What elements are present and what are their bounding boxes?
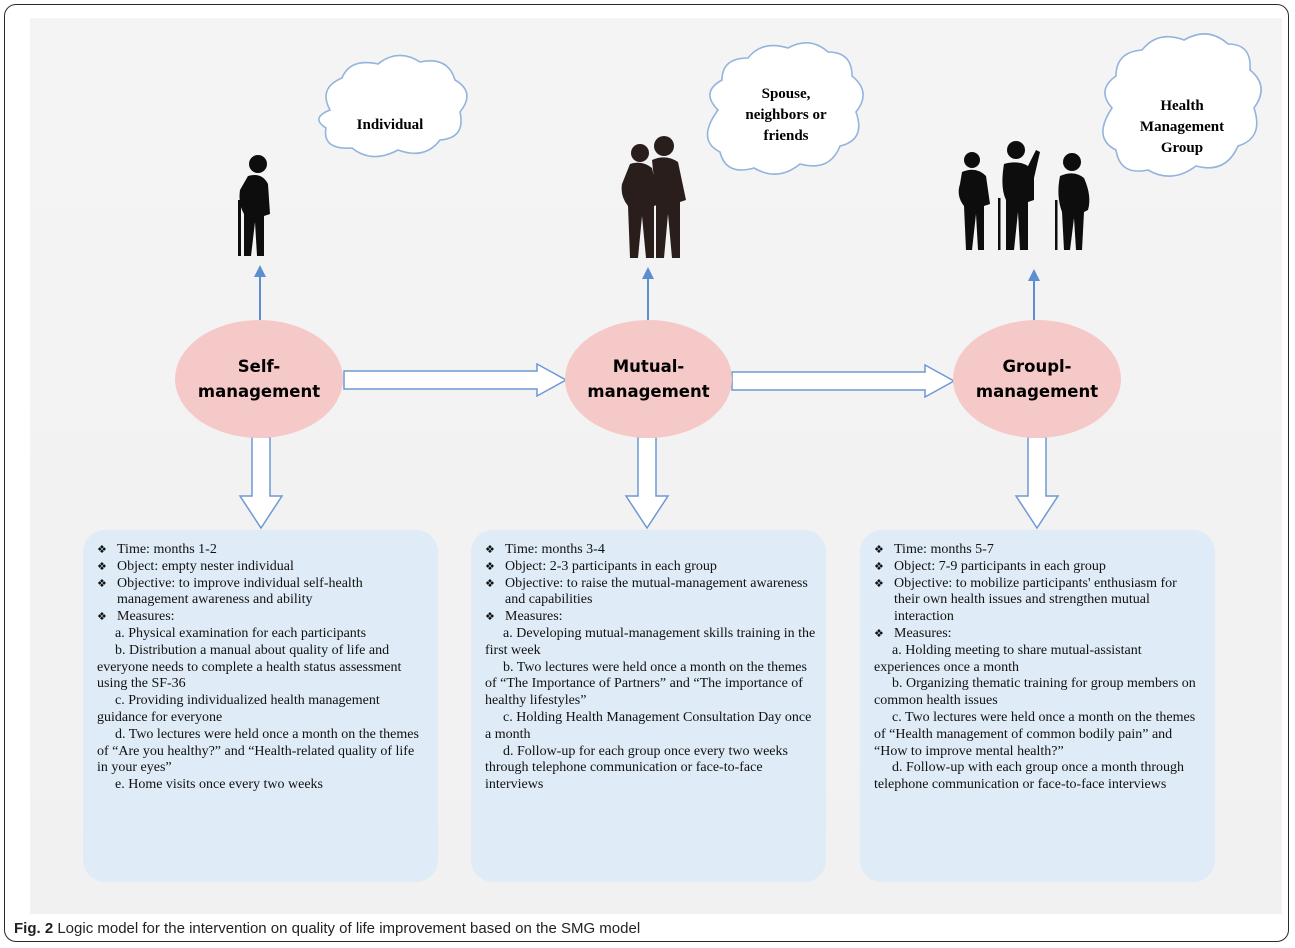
bullet-item: ❖ Object: 7-9 participants in each group bbox=[874, 559, 1205, 576]
bullet-item: ❖ Objective: to mobilize participants' en… bbox=[874, 576, 1205, 626]
bullet-item: ❖ Time: months 1-2 bbox=[97, 542, 428, 559]
measure-item: e. Home visits once every two weeks bbox=[115, 777, 323, 793]
down-arrow-mutual bbox=[624, 436, 670, 530]
stage-mutual-line1: Mutual- bbox=[612, 357, 685, 376]
cloud-label-mutual-line1: Spouse, bbox=[761, 86, 811, 102]
stage-group-line1: Groupl- bbox=[1002, 357, 1072, 376]
diamond-bullet-icon: ❖ bbox=[874, 576, 884, 590]
measure-item: b. Organizing thematic training for grou… bbox=[874, 676, 1196, 709]
up-arrow-group bbox=[1028, 269, 1040, 322]
bullet-text: Objective: to improve individual self-he… bbox=[117, 575, 363, 608]
right-arrow-2 bbox=[731, 363, 956, 399]
measure-item: d. Follow-up for each group once every t… bbox=[485, 743, 788, 793]
cloud-label-group-line2: Management bbox=[1139, 119, 1225, 135]
cloud-label-group-line1: Health bbox=[1160, 98, 1204, 114]
box-group-management: ❖ Time: months 5-7 ❖ Object: 7-9 participa… bbox=[860, 530, 1215, 882]
diamond-bullet-icon: ❖ bbox=[874, 626, 884, 640]
cloud-label-mutual: Spouse, neighbors or friends bbox=[716, 84, 856, 147]
diamond-bullet-icon: ❖ bbox=[97, 543, 107, 556]
stage-group-line2: management bbox=[975, 382, 1099, 401]
box-mutual-management: ❖ Time: months 3-4 ❖ Object: 2-3 participa… bbox=[471, 530, 826, 882]
bullet-text: Object: 7-9 participants in each group bbox=[894, 558, 1106, 574]
bullet-item: ❖ Time: months 3-4 bbox=[485, 542, 816, 559]
measure-item: a. Physical examination for each partici… bbox=[115, 625, 367, 641]
diamond-bullet-icon: ❖ bbox=[485, 610, 495, 624]
measure-item: c. Two lectures were held once a month o… bbox=[874, 709, 1196, 759]
diamond-bullet-icon: ❖ bbox=[874, 543, 884, 556]
bullet-text: Measures: bbox=[894, 625, 952, 641]
measure-item: d. Two lectures were held once a month o… bbox=[97, 726, 419, 776]
measure-item: a. Developing mutual-management skills t… bbox=[485, 625, 816, 658]
bullet-text: Time: months 3-4 bbox=[505, 542, 605, 557]
bullet-text: Time: months 1-2 bbox=[117, 542, 217, 557]
bullet-text: Measures: bbox=[505, 609, 563, 625]
cloud-label-mutual-line3: friends bbox=[763, 128, 809, 144]
bullet-item: ❖ Object: 2-3 participants in each group bbox=[485, 559, 816, 576]
up-arrow-mutual bbox=[642, 267, 654, 322]
cloud-label-mutual-line2: neighbors or bbox=[745, 107, 827, 123]
measure-item: a. Holding meeting to share mutual-assis… bbox=[874, 642, 1142, 675]
bullet-item: ❖ Objective: to raise the mutual-manageme… bbox=[485, 576, 816, 610]
diamond-bullet-icon: ❖ bbox=[485, 559, 495, 573]
figure-frame bbox=[4, 4, 1289, 942]
caption-label: Fig. 2 bbox=[14, 920, 54, 937]
measure-item: b. Two lectures were held once a month o… bbox=[485, 659, 807, 709]
down-arrow-group bbox=[1014, 436, 1060, 530]
down-arrow-self bbox=[238, 436, 284, 530]
cloud-mutual bbox=[706, 42, 864, 175]
bullet-item: ❖ Objective: to improve individual self-h… bbox=[97, 576, 428, 610]
bullet-item: ❖ Measures: bbox=[485, 609, 816, 626]
diamond-bullet-icon: ❖ bbox=[485, 576, 495, 590]
bullet-item: ❖ Object: empty nester individual bbox=[97, 559, 428, 576]
right-arrow-1 bbox=[343, 362, 568, 398]
cloud-individual bbox=[318, 54, 468, 158]
bullet-text: Object: 2-3 participants in each group bbox=[505, 558, 717, 574]
elderly-couple-icon bbox=[621, 136, 686, 258]
stage-self-line2: management bbox=[197, 382, 321, 401]
diamond-bullet-icon: ❖ bbox=[97, 559, 107, 573]
stage-mutual-line2: management bbox=[587, 382, 710, 401]
elderly-group-icon bbox=[958, 141, 1090, 250]
measure-item: c. Holding Health Management Consultatio… bbox=[485, 709, 812, 742]
figure-caption: Fig. 2 Logic model for the intervention … bbox=[14, 920, 640, 937]
cloud-label-group-line3: Group bbox=[1160, 140, 1204, 156]
bullet-text: Time: months 5-7 bbox=[894, 542, 994, 557]
bullet-item: ❖ Measures: bbox=[874, 626, 1205, 643]
bullet-item: ❖ Time: months 5-7 bbox=[874, 542, 1205, 559]
caption-text: Logic model for the intervention on qual… bbox=[53, 920, 641, 937]
bullet-text: Objective: to raise the mutual-managemen… bbox=[505, 575, 808, 608]
cloud-group bbox=[1102, 33, 1262, 177]
diamond-bullet-icon: ❖ bbox=[874, 559, 884, 573]
stage-mutual-management: Mutual-management bbox=[565, 320, 732, 438]
measure-item: d. Follow-up with each group once a mont… bbox=[874, 760, 1185, 793]
box-self-management: ❖ Time: months 1-2 ❖ Object: empty nester … bbox=[83, 530, 438, 882]
bullet-text: Objective: to mobilize participants' ent… bbox=[894, 575, 1177, 625]
bullet-text: Object: empty nester individual bbox=[117, 558, 294, 574]
bullet-text: Measures: bbox=[117, 609, 175, 625]
cloud-label-individual: Individual bbox=[356, 117, 424, 133]
diamond-bullet-icon: ❖ bbox=[485, 543, 495, 556]
up-arrow-self bbox=[254, 265, 266, 320]
stage-self-line1: Self- bbox=[237, 357, 281, 376]
bullet-item: ❖ Measures: bbox=[97, 609, 428, 626]
measure-item: c. Providing individualized health manag… bbox=[97, 693, 380, 725]
measure-item: b. Distribution a manual about quality o… bbox=[97, 642, 402, 692]
elderly-individual-icon bbox=[238, 155, 270, 256]
stage-group-management: Groupl-management bbox=[953, 320, 1121, 438]
cloud-label-group: Health Management Group bbox=[1110, 96, 1254, 159]
diamond-bullet-icon: ❖ bbox=[97, 610, 107, 624]
diamond-bullet-icon: ❖ bbox=[97, 576, 107, 590]
stage-self-management: Self-management bbox=[175, 320, 343, 438]
